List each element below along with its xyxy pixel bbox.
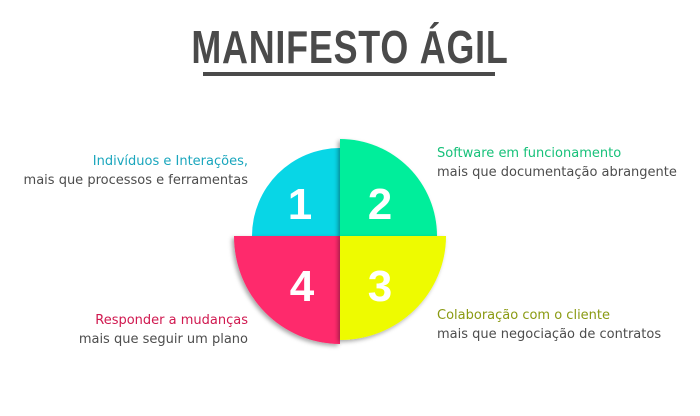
quadrant-1-label: Indivíduos e Interações, mais que proces…	[24, 152, 248, 190]
quadrant-3-label: Colaboração com o cliente mais que negoc…	[437, 306, 661, 344]
quadrant-1-number: 1	[288, 180, 312, 229]
quadrant-3-subtext: mais que negociação de contratos	[437, 327, 662, 342]
quadrant-3-heading: Colaboração com o cliente	[437, 308, 611, 323]
quadrant-1-subtext: mais que processos e ferramentas	[23, 173, 248, 188]
quadrant-4-label: Responder a mudanças mais que seguir um …	[79, 311, 248, 349]
quadrant-2	[340, 139, 437, 236]
quadrant-1-shape	[252, 148, 340, 236]
quadrant-2-heading: Software em funcionamento	[437, 146, 622, 161]
quadrant-2-subtext: mais que documentação abrangente	[437, 165, 677, 180]
quadrant-2-label: Software em funcionamento mais que docum…	[437, 144, 677, 182]
quadrant-1: 1	[252, 148, 340, 236]
quadrant-4-subtext: mais que seguir um plano	[78, 332, 248, 347]
title-underline	[203, 72, 495, 76]
quadrant-4-heading: Responder a mudanças	[95, 313, 248, 328]
quadrant-4-shape	[234, 236, 340, 344]
quadrant-1-heading: Indivíduos e Interações,	[92, 154, 248, 169]
quadrant-3-shape	[340, 236, 446, 340]
quadrant-3-number: 3	[368, 262, 392, 311]
page-title: MANIFESTO ÁGIL	[191, 21, 509, 73]
quadrant-4-number: 4	[290, 262, 315, 311]
quadrant-2-shape	[340, 139, 437, 236]
quadrant-4	[234, 236, 340, 344]
quadrant-3	[340, 236, 446, 340]
quadrant-2-number: 2	[368, 180, 392, 229]
